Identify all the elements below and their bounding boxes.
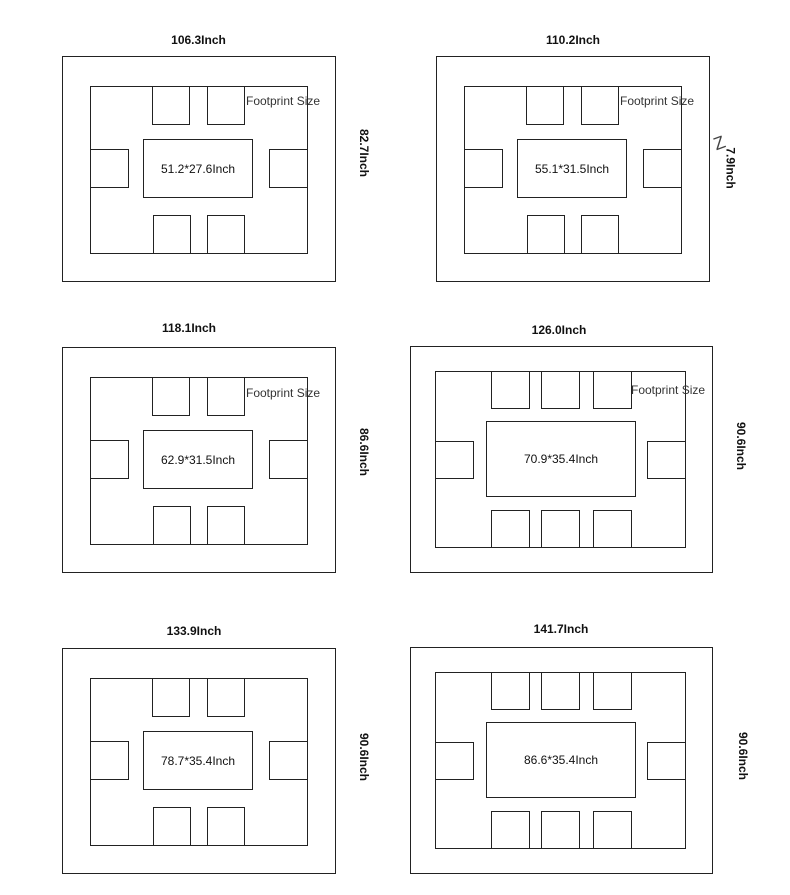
chair: [207, 215, 245, 254]
chair: [90, 741, 129, 780]
table-size: 55.1*31.5Inch: [517, 139, 627, 198]
chair: [541, 811, 580, 849]
depth-value: 82.7Inch: [357, 128, 371, 178]
chair: [541, 510, 580, 548]
chair: [207, 86, 245, 125]
chair: [526, 86, 564, 125]
chair: [491, 510, 530, 548]
depth-label: 90.6Inch: [336, 733, 392, 781]
chair: [207, 377, 245, 416]
chair: [541, 371, 580, 409]
chair: [90, 440, 129, 479]
depth-label: 90.6Inch: [713, 422, 769, 470]
footprint-size-label: Footprint Size: [246, 386, 321, 400]
chair: [581, 215, 619, 254]
depth-label: 7.9Inch: [706, 147, 756, 188]
outer-footprint: [62, 56, 336, 282]
chair: [153, 215, 191, 254]
chair: [152, 678, 190, 717]
table-size: 51.2*27.6Inch: [143, 139, 253, 198]
footprint-size-label: Footprint Size: [246, 94, 321, 108]
chair: [90, 149, 129, 188]
chair: [593, 672, 632, 710]
chair: [207, 807, 245, 846]
chair: [581, 86, 619, 125]
chair: [207, 678, 245, 717]
depth-label: 82.7Inch: [336, 129, 392, 177]
chair: [647, 441, 686, 479]
outer-footprint: [62, 648, 336, 874]
chair: [153, 506, 191, 545]
depth-value: 90.6Inch: [736, 731, 750, 781]
chair: [435, 441, 474, 479]
chair: [541, 672, 580, 710]
width-label: 141.7Inch: [533, 622, 589, 636]
chair: [491, 672, 530, 710]
chair: [647, 742, 686, 780]
chair: [152, 377, 190, 416]
chair: [153, 807, 191, 846]
chair: [593, 371, 632, 409]
footprint-size-label: Footprint Size: [631, 383, 706, 397]
depth-label: 86.6Inch: [336, 428, 392, 476]
outer-footprint: [410, 647, 713, 874]
width-label: 106.3Inch: [171, 33, 226, 47]
chair: [593, 811, 632, 849]
table-size: 86.6*35.4Inch: [486, 722, 636, 798]
chair: [643, 149, 682, 188]
chair: [269, 149, 308, 188]
width-label: 110.2Inch: [545, 33, 601, 47]
depth-label: 90.6Inch: [715, 732, 771, 780]
width-label: 118.1Inch: [161, 321, 217, 335]
width-label: 133.9Inch: [166, 624, 222, 638]
table-size: 70.9*35.4Inch: [486, 421, 636, 497]
footprint-size-label: Footprint Size: [620, 94, 695, 108]
chair: [491, 811, 530, 849]
depth-value: 7.9Inch: [723, 147, 738, 189]
depth-value: 90.6Inch: [734, 421, 748, 471]
chair: [527, 215, 565, 254]
chair: [269, 440, 308, 479]
table-size: 62.9*31.5Inch: [143, 430, 253, 489]
depth-value: 86.6Inch: [357, 427, 371, 477]
chair: [491, 371, 530, 409]
depth-value: 90.6Inch: [357, 732, 371, 782]
chair: [435, 742, 474, 780]
outer-footprint: [410, 346, 713, 573]
chair: [152, 86, 190, 125]
table-size: 78.7*35.4Inch: [143, 731, 253, 790]
outer-footprint: [436, 56, 710, 282]
chair: [464, 149, 503, 188]
chair: [207, 506, 245, 545]
chair: [269, 741, 308, 780]
chair: [593, 510, 632, 548]
width-label: 126.0Inch: [531, 323, 587, 337]
outer-footprint: [62, 347, 336, 573]
